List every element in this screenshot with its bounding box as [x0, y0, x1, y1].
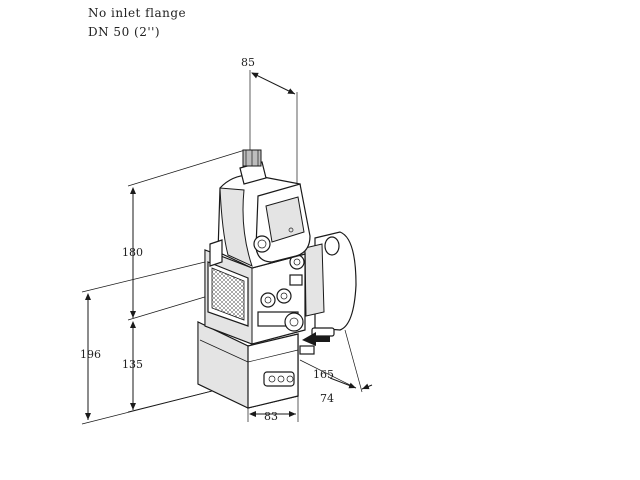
filter-screen [211, 267, 245, 321]
dim-label-165: 165 [313, 368, 334, 381]
side-nipple [299, 345, 315, 355]
outlet-flange [314, 231, 357, 331]
dim-label-85: 85 [241, 56, 255, 69]
dim-label-83: 83 [264, 410, 278, 423]
dim-label-180: 180 [122, 246, 143, 259]
caption-flange: No inlet flange [88, 6, 187, 20]
flange-bolt-hole [324, 236, 340, 256]
dimension-85: 85 [241, 56, 298, 185]
dimension-165-74: 165 74 [299, 329, 373, 405]
caption-size: DN 50 (2'') [88, 25, 161, 39]
flow-arrow [302, 332, 330, 346]
base-connector [263, 371, 295, 387]
dimension-180: 180 [122, 149, 246, 321]
dim-label-135: 135 [122, 358, 143, 371]
actuator-knob [253, 235, 271, 253]
dim-label-196: 196 [80, 348, 101, 361]
dim-label-74: 74 [320, 392, 334, 405]
pressure-port [284, 312, 304, 332]
valve-illustration [197, 149, 357, 409]
